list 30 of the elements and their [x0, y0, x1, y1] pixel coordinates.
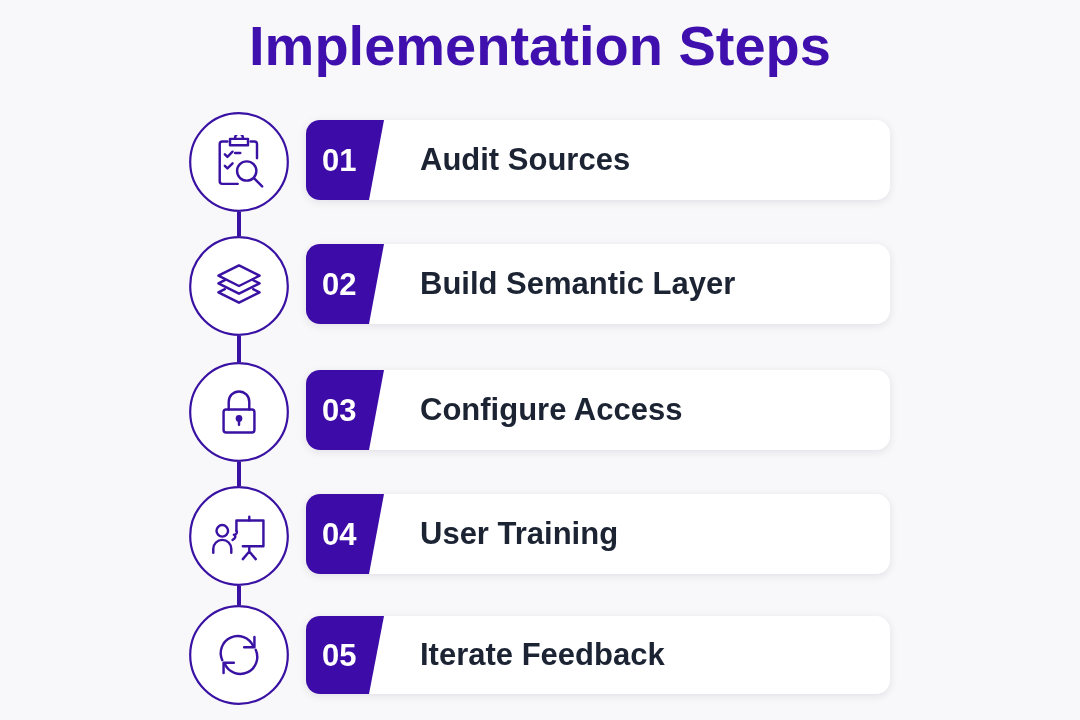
step-circle: [189, 486, 289, 586]
step-card: [306, 494, 890, 574]
step-number: 03: [322, 394, 357, 426]
step-card: [306, 370, 890, 450]
step-label: Build Semantic Layer: [420, 266, 736, 302]
step-card: [306, 244, 890, 324]
title: Implementation Steps: [248, 13, 832, 79]
step-card: [306, 120, 890, 200]
step-circle: [189, 362, 289, 462]
step-badge: [306, 370, 384, 450]
step-card: [306, 616, 890, 694]
step-badge: [306, 244, 384, 324]
step-number: 05: [322, 639, 357, 671]
step-label: User Training: [420, 516, 619, 552]
step-badge: [306, 494, 384, 574]
step-label: Iterate Feedback: [420, 637, 665, 673]
step-circle: [189, 236, 289, 336]
step-label: Configure Access: [420, 392, 683, 428]
step-number: 01: [322, 144, 357, 176]
connector-line: [237, 212, 241, 236]
connector-line: [237, 462, 241, 486]
step-badge: [306, 120, 384, 200]
connector-line: [237, 336, 241, 362]
step-label: Audit Sources: [420, 142, 631, 178]
connector-line: [237, 586, 241, 605]
step-circle: [189, 112, 289, 212]
step-number: 02: [322, 268, 357, 300]
step-badge: [306, 616, 384, 694]
step-number: 04: [322, 518, 357, 550]
step-circle: [189, 605, 289, 705]
